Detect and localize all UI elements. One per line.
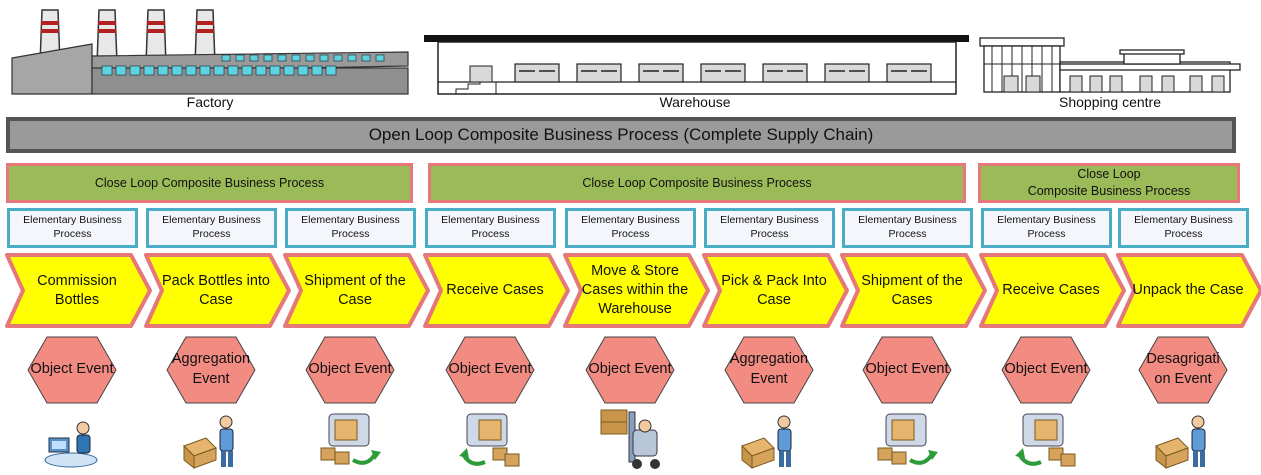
process-step-chevron: Unpack the Case: [1116, 253, 1261, 328]
process-step-label: Receive Cases: [1002, 282, 1100, 299]
shipment-boxes-icon: [315, 408, 385, 470]
computer-operator-icon: [37, 408, 107, 470]
elementary-business-process-box: Elementary Business Process: [842, 208, 973, 248]
elementary-business-process-box: Elementary Business Process: [704, 208, 835, 248]
process-step-chevron: Pack Bottles into Case: [144, 253, 291, 328]
factory-label: Factory: [186, 94, 234, 110]
open-loop-process-bar: Open Loop Composite Business Process (Co…: [6, 117, 1236, 153]
receive-boxes-icon: [455, 408, 525, 470]
factory-illustration: [11, 9, 409, 95]
receive-boxes-icon: [1011, 408, 1081, 470]
epcis-event-label: Object Event: [30, 361, 114, 378]
process-step-label: Shipment of the Case: [304, 272, 406, 308]
closed-loop-process-shopping: Close Loop Composite Business Process: [978, 163, 1240, 203]
process-step-label: Unpack the Case: [1132, 282, 1244, 299]
elementary-business-process-box: Elementary Business Process: [425, 208, 556, 248]
elementary-business-process-box: Elementary Business Process: [565, 208, 696, 248]
process-step-label: Pick & Pack Into Case: [721, 272, 827, 308]
process-step-chevron: Pick & Pack Into Case: [702, 253, 849, 328]
epcis-event-hexagon: Object Event: [445, 336, 535, 404]
process-step-label: Receive Cases: [446, 282, 544, 299]
elementary-business-process-box: Elementary Business Process: [285, 208, 416, 248]
epcis-event-label: Aggregation Event: [729, 351, 809, 387]
process-step-chevron: Commission Bottles: [5, 253, 152, 328]
forklift-icon: [595, 408, 665, 470]
warehouse-illustration: [424, 35, 969, 95]
closed-loop-process-factory: Close Loop Composite Business Process: [6, 163, 413, 203]
process-step-chevron: Shipment of the Case: [283, 253, 430, 328]
shipment-boxes-icon: [872, 408, 942, 470]
warehouse-label: Warehouse: [659, 94, 731, 110]
epcis-event-label: Object Event: [308, 361, 392, 378]
process-step-label: Pack Bottles into Case: [162, 272, 270, 308]
process-step-label: Move & Store Cases within the Warehouse: [581, 263, 689, 317]
packing-worker-icon: [176, 408, 246, 470]
elementary-business-process-box: Elementary Business Process: [1118, 208, 1249, 248]
epcis-event-label: Desagrigati on Event: [1146, 351, 1220, 387]
closed-loop-process-warehouse: Close Loop Composite Business Process: [428, 163, 966, 203]
epcis-event-hexagon: Aggregation Event: [166, 336, 256, 404]
shopping-centre-label: Shopping centre: [1059, 94, 1161, 110]
process-step-chevron: Move & Store Cases within the Warehouse: [563, 253, 710, 328]
epcis-event-hexagon: Object Event: [1001, 336, 1091, 404]
process-step-chevron: Receive Cases: [423, 253, 570, 328]
epcis-event-label: Object Event: [1004, 361, 1088, 378]
process-step-chevron: Shipment of the Cases: [840, 253, 987, 328]
epcis-event-hexagon: Object Event: [585, 336, 675, 404]
epcis-event-hexagon: Object Event: [862, 336, 952, 404]
epcis-event-label: Object Event: [865, 361, 949, 378]
epcis-event-label: Aggregation Event: [171, 351, 251, 387]
elementary-business-process-box: Elementary Business Process: [981, 208, 1112, 248]
process-step-label: Shipment of the Cases: [861, 272, 963, 308]
process-step-chevron: Receive Cases: [979, 253, 1126, 328]
packing-worker-icon: [1148, 408, 1218, 470]
shopping-centre-illustration: [979, 37, 1241, 93]
process-step-label: Commission Bottles: [37, 272, 117, 308]
epcis-event-hexagon: Object Event: [305, 336, 395, 404]
elementary-business-process-box: Elementary Business Process: [146, 208, 277, 248]
epcis-event-hexagon: Desagrigati on Event: [1138, 336, 1228, 404]
elementary-business-process-box: Elementary Business Process: [7, 208, 138, 248]
packing-worker-icon: [734, 408, 804, 470]
epcis-event-label: Object Event: [588, 361, 672, 378]
epcis-event-hexagon: Object Event: [27, 336, 117, 404]
epcis-event-label: Object Event: [448, 361, 532, 378]
epcis-event-hexagon: Aggregation Event: [724, 336, 814, 404]
